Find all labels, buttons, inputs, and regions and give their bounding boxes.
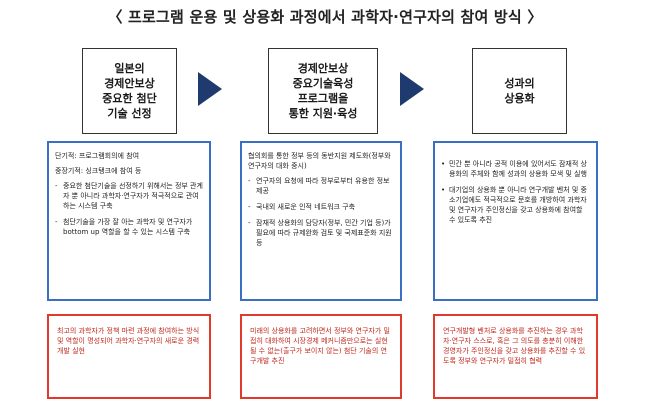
outcome-box-commercialization: 연구개발형 벤처로 상용화를 추진하는 경우 과학자·연구자 스스로, 혹은 그… — [433, 314, 598, 399]
detail-bullet: 연구자의 요청에 따라 정부로부터 유용한 정보제공 — [248, 176, 394, 196]
detail-bullet: 중요한 첨단기술을 선정하기 위해서는 정부 관계자 뿐 아니라 과학자·연구자… — [55, 181, 203, 211]
stage-line: 경제안보상 — [104, 77, 155, 90]
detail-text: 협의회를 통한 정부 등의 동반지원 제도화(정부와 연구자의 대화 중시) — [248, 152, 391, 170]
right-arrow-icon — [198, 72, 222, 106]
stage-line: 기술 선정 — [107, 107, 152, 120]
stage-line: 통한 지원·육성 — [288, 107, 358, 120]
stage-box-commercialization: 성과의 상용화 — [472, 48, 567, 134]
detail-bullet: 첨단기술을 가장 잘 아는 과학자 및 연구자가 bottom up 역할을 할… — [55, 217, 203, 237]
outcome-box-selection: 최고의 과학자가 정책 마련 과정에 참여하는 방식 및 역할이 명성되어 과학… — [47, 314, 211, 399]
stage-line: 상용화 — [504, 92, 535, 105]
detail-bullet: 잠재적 상용화의 담당자(정부, 민간 기업 등)가 필요에 따라 규제완화 검… — [248, 218, 394, 248]
outcome-text: 연구개발형 벤처로 상용화를 추진하는 경우 과학자·연구자 스스로, 혹은 그… — [443, 327, 586, 365]
stage-line: 일본의 — [114, 62, 145, 75]
stage-line: 중요한 첨단 — [102, 92, 157, 105]
right-arrow-icon — [400, 72, 424, 106]
stage-box-program-support: 경제안보상 중요기술육성 프로그램을 통한 지원·육성 — [268, 48, 378, 134]
diagram-title: 〈 프로그램 운용 및 상용화 과정에서 과학자·연구자의 참여 방식 〉 — [107, 8, 543, 26]
detail-box-support: 협의회를 통한 정부 등의 동반지원 제도화(정부와 연구자의 대화 중시) 연… — [240, 141, 402, 301]
detail-box-commercialization: 민간 뿐 아니라 공적 이용에 있어서도 잠재적 상용화의 주체와 함께 성과의… — [433, 141, 598, 301]
stage-line: 경제안보상 — [297, 62, 349, 75]
stage-line: 프로그램을 — [297, 92, 349, 105]
detail-bullet: 대기업의 상용화 뿐 아니라 연구개발 벤처 및 중소기업에도 적극적으로 문호… — [441, 185, 590, 225]
outcome-box-support: 미래의 상용화를 고려하면서 정부와 연구자가 밀접히 대화하여 시장경제 메커… — [240, 314, 402, 399]
detail-bullet: 국내외 새로운 인적 네트워크 구축 — [248, 202, 394, 212]
stage-line: 성과의 — [504, 77, 535, 90]
detail-text: 중장기적: 싱크탱크에 참여 등 — [55, 167, 142, 175]
outcome-text: 미래의 상용화를 고려하면서 정부와 연구자가 밀접히 대화하여 시장경제 메커… — [250, 327, 390, 365]
detail-text: 단기적: 프로그램회의에 참여 — [55, 152, 140, 160]
detail-box-selection: 단기적: 프로그램회의에 참여 중장기적: 싱크탱크에 참여 등 중요한 첨단기… — [47, 141, 211, 301]
stage-box-technology-selection: 일본의 경제안보상 중요한 첨단 기술 선정 — [82, 48, 177, 134]
detail-bullet: 민간 뿐 아니라 공적 이용에 있어서도 잠재적 상용화의 주체와 함께 성과의… — [441, 159, 590, 179]
outcome-text: 최고의 과학자가 정책 마련 과정에 참여하는 방식 및 역할이 명성되어 과학… — [57, 327, 200, 355]
stage-line: 중요기술육성 — [292, 77, 354, 90]
